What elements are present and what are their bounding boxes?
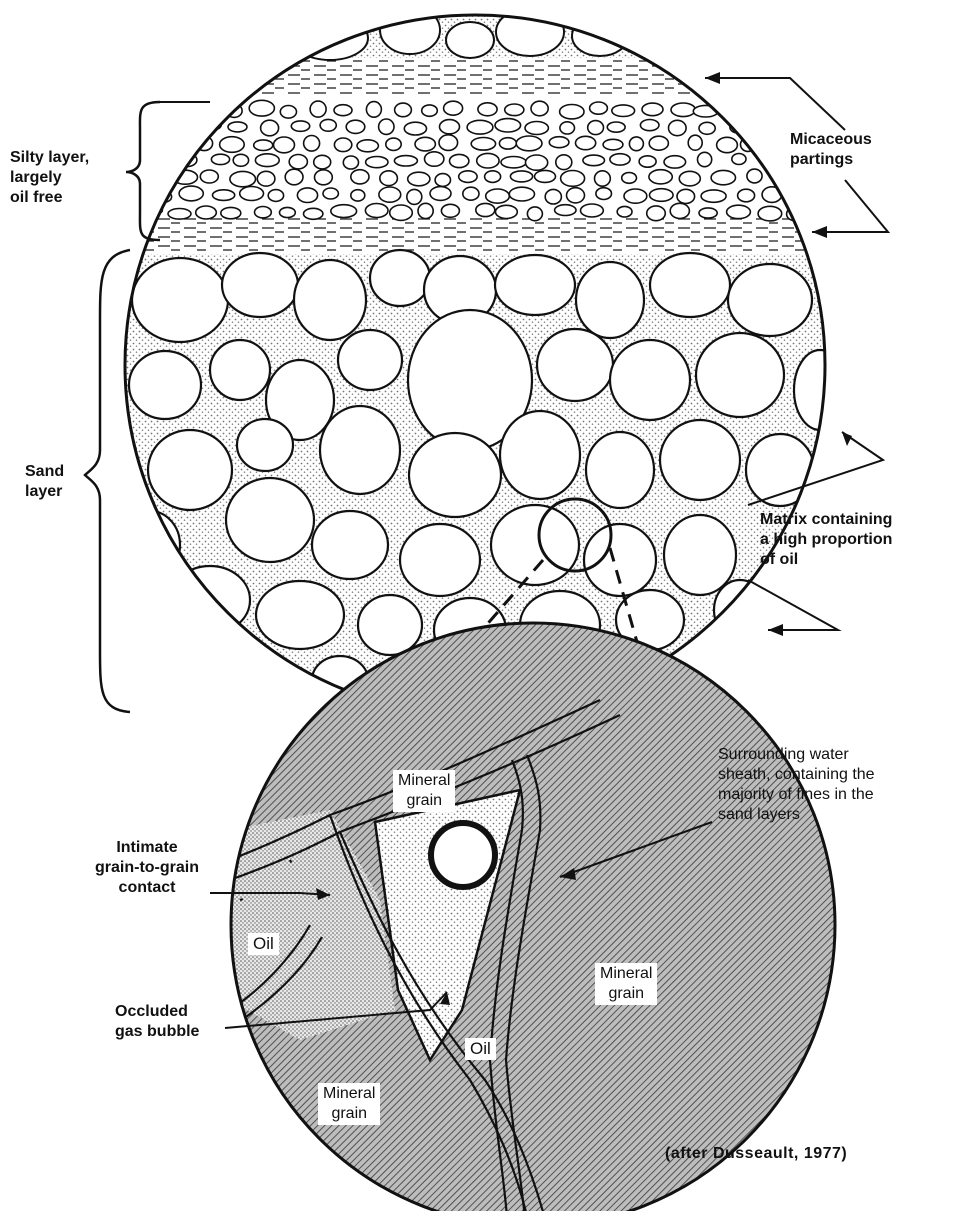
label-mineral-grain-bottom: Mineral grain — [318, 1083, 380, 1125]
label-sand-layer: Sand layer — [25, 462, 64, 502]
label-oil-left: Oil — [248, 933, 279, 955]
label-micaceous-partings: Micaceous partings — [790, 130, 872, 170]
label-mineral-grain-top: Mineral grain — [393, 770, 455, 812]
sand-brace — [85, 250, 130, 712]
label-grain-contact: Intimate grain-to-grain contact — [95, 838, 199, 898]
label-mineral-grain-right: Mineral grain — [595, 963, 657, 1005]
credit-citation: (after Dusseault, 1977) — [665, 1145, 847, 1163]
label-gas-bubble: Occluded gas bubble — [115, 1002, 199, 1042]
silty-brace — [126, 102, 160, 240]
label-silty-layer: Silty layer, largely oil free — [10, 148, 89, 208]
label-matrix-oil: Matrix containing a high proportion of o… — [760, 510, 892, 570]
label-water-sheath: Surrounding water sheath, containing the… — [718, 745, 875, 825]
gas-bubble — [431, 823, 495, 887]
bottom-circle-content — [220, 610, 850, 1211]
label-oil-center: Oil — [465, 1038, 496, 1060]
